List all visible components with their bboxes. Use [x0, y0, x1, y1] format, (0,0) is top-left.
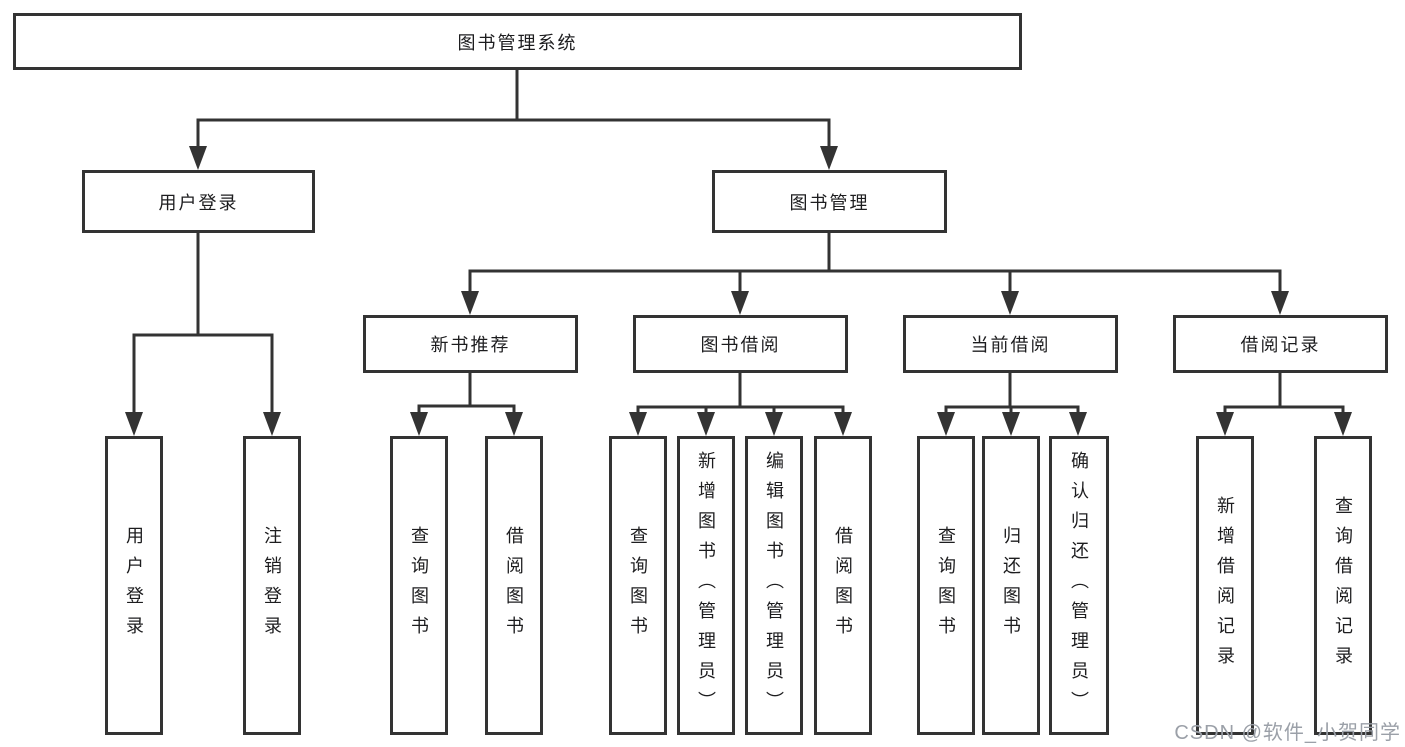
node-label: 图书管理系统	[457, 32, 578, 53]
node-label: 编辑图书（管理员）	[764, 450, 784, 721]
leaf-query-borrow-record: 查询借阅记录	[1314, 436, 1372, 735]
node-label: 查询借阅记录	[1333, 495, 1353, 676]
leaf-edit-books-admin: 编辑图书（管理员）	[745, 436, 803, 735]
node-label: 图书借阅	[700, 335, 781, 355]
node-label: 借阅记录	[1240, 335, 1321, 355]
node-label: 确认归还（管理员）	[1069, 450, 1089, 721]
node-user-login: 用户登录	[82, 170, 315, 233]
connector-bookmgmt-to-level3	[461, 233, 1289, 315]
leaf-add-books-admin: 新增图书（管理员）	[677, 436, 735, 735]
node-borrowing-records: 借阅记录	[1173, 315, 1388, 373]
connector-current-to-leaves	[937, 373, 1087, 436]
leaf-user-login: 用户登录	[105, 436, 163, 735]
connector-userlogin-to-leaves	[125, 233, 281, 436]
node-label: 当前借阅	[970, 335, 1051, 355]
node-label: 图书管理	[789, 192, 870, 213]
node-label: 用户登录	[158, 192, 239, 213]
leaf-logout: 注销登录	[243, 436, 301, 735]
node-book-management: 图书管理	[712, 170, 947, 233]
node-label: 用户登录	[124, 525, 144, 646]
leaf-confirm-return-admin: 确认归还（管理员）	[1049, 436, 1109, 735]
node-label: 借阅图书	[833, 525, 853, 646]
node-current-borrowing: 当前借阅	[903, 315, 1118, 373]
leaf-borrow-books: 借阅图书	[814, 436, 872, 735]
node-label: 注销登录	[262, 525, 282, 646]
node-label: 查询图书	[628, 525, 648, 646]
leaf-add-borrow-record: 新增借阅记录	[1196, 436, 1254, 735]
node-library-management-system: 图书管理系统	[13, 13, 1022, 70]
leaf-return-books: 归还图书	[982, 436, 1040, 735]
node-book-borrowing: 图书借阅	[633, 315, 848, 373]
connector-newbook-to-leaves	[410, 373, 523, 436]
leaf-borrow-books-recommend: 借阅图书	[485, 436, 543, 735]
node-new-book-recommendation: 新书推荐	[363, 315, 578, 373]
node-label: 借阅图书	[504, 525, 524, 646]
leaf-query-books-recommend: 查询图书	[390, 436, 448, 735]
node-label: 归还图书	[1001, 525, 1021, 646]
connector-root-to-level2	[189, 69, 838, 170]
leaf-query-books-borrowing: 查询图书	[609, 436, 667, 735]
connector-borrowing-to-leaves	[629, 373, 852, 436]
connector-records-to-leaves	[1216, 373, 1352, 436]
csdn-watermark: CSDN @软件_小贺同学	[1174, 722, 1401, 744]
node-label: 新增图书（管理员）	[696, 450, 716, 721]
node-label: 新增借阅记录	[1215, 495, 1235, 676]
node-label: 查询图书	[409, 525, 429, 646]
node-label: 查询图书	[936, 525, 956, 646]
node-label: 新书推荐	[430, 335, 511, 355]
leaf-query-books-current: 查询图书	[917, 436, 975, 735]
